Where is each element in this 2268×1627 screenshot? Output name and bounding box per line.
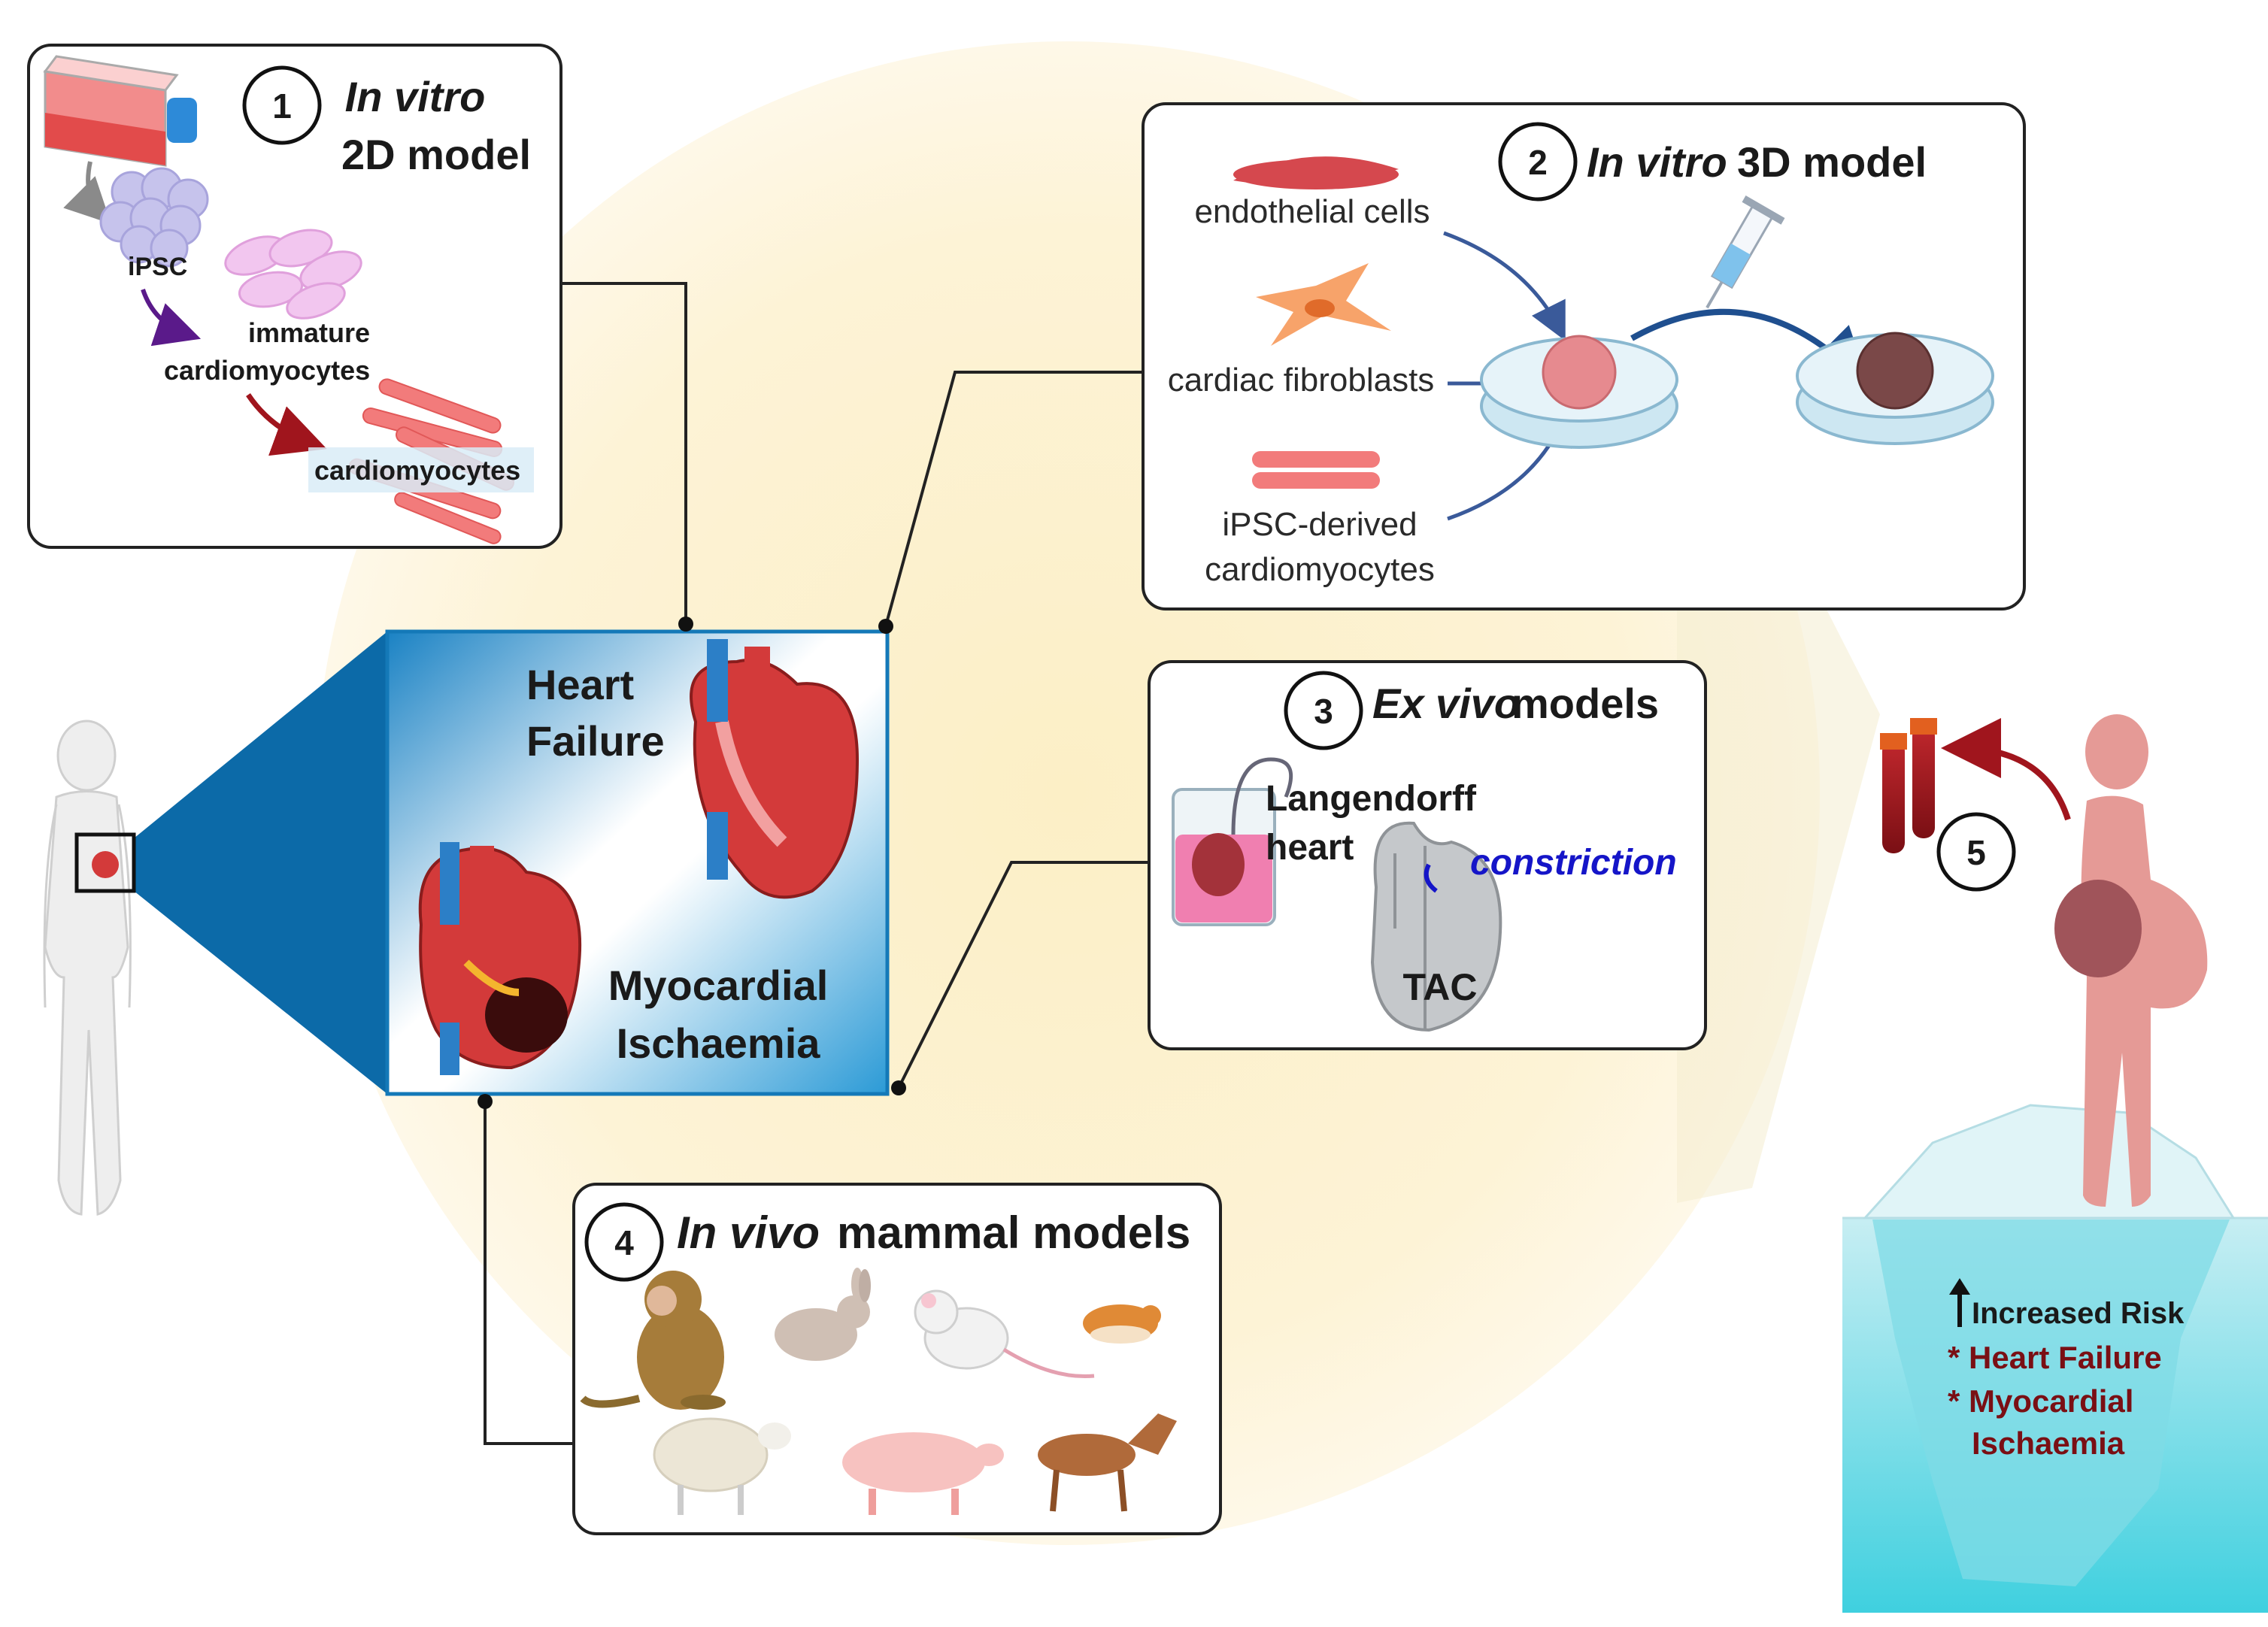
step-3-badge [1284,671,1363,750]
stem-cell-icon [99,167,209,268]
ipsc-cardiomyocyte-icon [1252,451,1380,489]
human-body-icon [43,720,132,1216]
beaker-icon [1172,757,1293,926]
fibroblasts-label: cardiac fibroblasts [1168,362,1435,398]
tac-heart-icon [1370,821,1502,1032]
risk-myocardial: * Myocardial [1948,1383,2133,1419]
panel-ex-vivo: Langendorff heart constriction TAC 3 Ex … [1148,660,1707,1050]
panel-1-title-rest: 2D model [341,131,531,178]
immature-cardiomyocyte-icon [224,229,362,320]
langendorff-label-1: Langendorff [1266,779,1477,819]
endothelial-label: endothelial cells [1194,193,1430,230]
tac-label: TAC [1402,966,1477,1008]
panel-2-title-italic: In vitro [1587,138,1727,186]
iceberg-icon [1862,1104,2236,1219]
panel-in-vitro-2d: iPSC immature cardiomyocytes cardiomyocy… [27,44,562,549]
zoom-projection [134,632,387,1094]
step-4-badge [584,1202,664,1282]
panel-in-vitro-3d: endothelial cells cardiac fibroblasts iP… [1142,102,2026,611]
immature-label-2: cardiomyocytes [164,355,370,386]
hamster-icon [1083,1304,1161,1344]
rat-icon [914,1289,1095,1379]
panel-1-title-italic: In vitro [345,73,486,120]
heart-failure-label-1: Heart [526,661,634,708]
sheep-icon [653,1417,791,1515]
ischaemia-label-1: Myocardial [608,962,829,1009]
petri-dish-icon-2 [1796,332,1994,445]
step-1-badge [242,65,322,145]
culture-flask-icon [43,55,197,167]
step-5-number: 5 [1966,833,1986,872]
connector-dot-1 [678,617,693,632]
up-arrow-icon [1949,1278,1970,1327]
step-3-number: 3 [1314,692,1333,731]
panel-pregnancy: 5 Increased Risk * Heart Failure * Myoca… [1842,714,2268,1613]
panel-3-title-rest: models [1511,680,1659,727]
step-5-badge [1936,812,2016,892]
dog-icon [1038,1413,1177,1512]
constriction-label: constriction [1470,843,1677,883]
ischaemic-heart-icon [418,842,582,1075]
panel-3-title-italic: Ex vivo [1372,680,1520,727]
panel-2-title-rest: 3D model [1737,138,1927,186]
connector-dot-2 [878,619,893,634]
petri-dish-icon [1480,335,1678,449]
monkey-icon [580,1271,726,1410]
step-1-number: 1 [272,86,292,126]
body-heart-highlight [74,832,136,893]
fibroblast-icon [1256,263,1391,346]
risk-heart-failure: * Heart Failure [1948,1340,2162,1375]
pregnant-woman-icon [2054,714,2208,1207]
langendorff-label-2: heart [1266,828,1354,868]
connectors [484,282,1149,1445]
blood-tube-icon [1880,718,1937,853]
increased-risk-label: Increased Risk [1972,1297,2185,1330]
mature-organoid-icon [1856,332,1934,410]
panel-in-vivo: 4 In vivo mammal models [572,1183,1222,1535]
cardiomyocytes-label: cardiomyocytes [314,455,520,486]
step-2-number: 2 [1528,143,1548,182]
heart-failure-heart-icon [690,639,860,899]
ipsc-cm-label-1: iPSC-derived [1222,506,1417,543]
center-heart-panel: Heart Failure Myocardial Ischaemia [134,629,890,1096]
organoid-icon [1542,335,1617,410]
step-2-badge [1498,122,1578,201]
pig-icon [842,1432,1004,1515]
heart-failure-label-2: Failure [526,717,665,765]
syringe-icon [1706,195,1785,309]
connector-dot-3 [891,1080,906,1095]
ipsc-cm-label-2: cardiomyocytes [1205,551,1435,588]
connector-dot-4 [478,1094,493,1109]
panel-4-title-italic: In vivo [677,1207,820,1258]
ischaemia-label-2: Ischaemia [617,1020,821,1067]
rabbit-icon [775,1268,871,1361]
ipsc-label: iPSC [128,253,187,281]
immature-label-1: immature [248,317,370,348]
panel-4-title-rest: mammal models [837,1207,1190,1258]
risk-ischaemia: Ischaemia [1972,1426,2125,1461]
step-4-number: 4 [614,1223,634,1262]
